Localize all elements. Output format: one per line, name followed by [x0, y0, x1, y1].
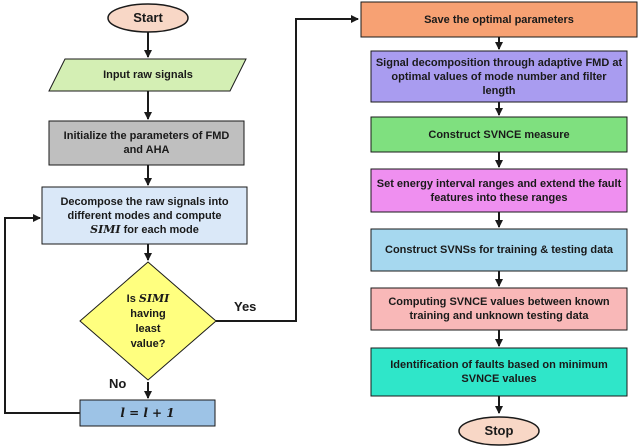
decompose-line-3: SIMI for each mode	[90, 223, 199, 237]
decision-simi-symbol: SIMI	[138, 291, 170, 305]
stop-label: Stop	[484, 423, 514, 438]
init-process-shape	[48, 120, 245, 166]
arrow-decision-yes-to-save	[216, 15, 359, 322]
input-label: Input raw signals	[103, 69, 193, 81]
fmd-process-shape	[370, 50, 628, 103]
start-terminal-shape	[107, 3, 189, 33]
init-label: Initialize the parameters of FMD and AHA	[63, 130, 230, 156]
update-label: l = l + 1	[120, 406, 175, 420]
no-edge-label: No	[109, 376, 127, 391]
energy-label: Set energy interval ranges and extend th…	[376, 177, 622, 204]
decompose-process-shape	[41, 186, 248, 245]
start-label: Start	[133, 10, 163, 25]
construct-label: Construct SVNCE measure	[428, 128, 570, 141]
decompose-label: Decompose the raw signals into different…	[44, 187, 245, 244]
yes-edge-label: Yes	[234, 299, 257, 314]
decompose-simi-symbol: SIMI	[90, 222, 121, 236]
decision-line-1: Is SIMI	[127, 291, 170, 307]
decision-line-3: least	[135, 322, 161, 335]
input-parallelogram-shape	[48, 58, 247, 92]
update-process-shape	[79, 399, 216, 427]
decompose-tail: for each mode	[120, 223, 199, 236]
decision-line-4: value?	[130, 337, 166, 350]
svns-label: Construct SVNSs for training & testing d…	[385, 244, 613, 256]
save-label: Save the optimal parameters	[424, 13, 574, 26]
compute-label: Computing SVNCE values between known tra…	[388, 296, 610, 322]
decision-diamond-shape	[79, 261, 217, 381]
identify-label: Identification of faults based on minimu…	[390, 359, 608, 385]
stop-terminal-shape	[458, 416, 540, 446]
decision-is: Is	[126, 292, 136, 305]
save-process-shape	[360, 1, 638, 38]
identify-process-shape	[370, 347, 628, 397]
decompose-line-1: Decompose the raw signals into	[60, 195, 229, 208]
svns-process-shape	[370, 228, 628, 272]
compute-process-shape	[370, 287, 628, 331]
arrow-update-loop-back	[4, 214, 80, 414]
decision-line-2: having	[130, 307, 166, 320]
fmd-label: Signal decomposition through adaptive FM…	[375, 56, 623, 97]
construct-process-shape	[370, 116, 628, 153]
decompose-line-2: different modes and compute	[67, 209, 222, 222]
energy-process-shape	[370, 168, 628, 213]
decision-label: Is SIMI having least value?	[100, 290, 196, 352]
